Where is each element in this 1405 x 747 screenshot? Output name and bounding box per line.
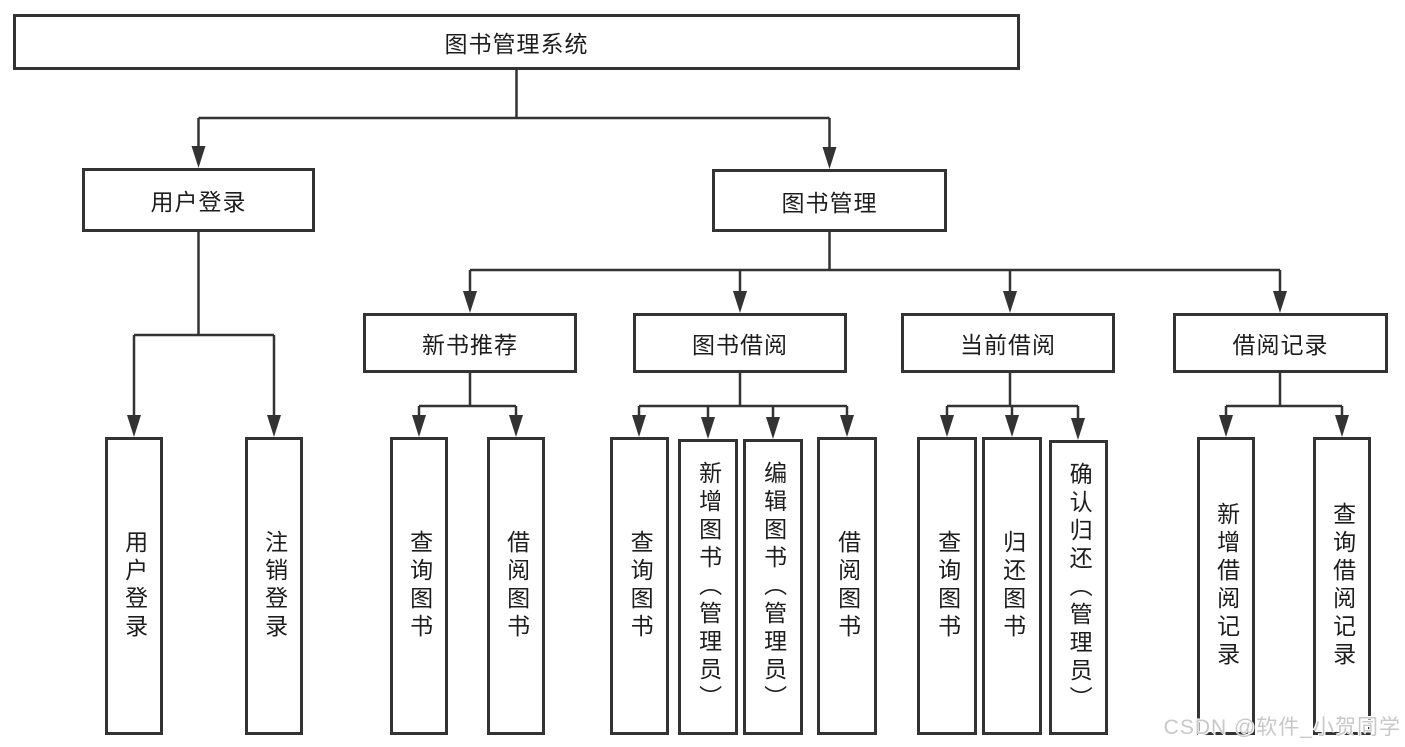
leaf-query-books-borrow: 查询图书 — [610, 437, 669, 735]
node-book-borrow: 图书借阅 — [633, 313, 847, 373]
node-current-borrow: 当前借阅 — [901, 313, 1115, 373]
node-root-label: 图书管理系统 — [444, 31, 589, 57]
leaf-label: 借阅图书 — [834, 530, 861, 642]
node-borrow-record-label: 借阅记录 — [1232, 332, 1329, 358]
leaf-label: 注销登录 — [261, 530, 288, 642]
leaf-label: 确认归还（管理员） — [1066, 461, 1093, 714]
leaf-label: 查询借阅记录 — [1329, 502, 1356, 670]
node-root: 图书管理系统 — [13, 14, 1020, 70]
leaf-label: 查询图书 — [934, 530, 961, 642]
node-user-login-label: 用户登录 — [150, 189, 247, 215]
node-user-login: 用户登录 — [82, 168, 315, 232]
leaf-query-books-recommend: 查询图书 — [390, 437, 448, 735]
leaf-borrow-books: 借阅图书 — [817, 437, 877, 735]
leaf-label: 新增借阅记录 — [1213, 502, 1240, 670]
csdn-watermark: CSDN @软件_小贺同学 — [1163, 716, 1401, 739]
leaf-label: 归还图书 — [999, 530, 1026, 642]
leaf-confirm-return-admin: 确认归还（管理员） — [1049, 440, 1108, 735]
leaf-label: 查询图书 — [406, 530, 433, 642]
leaf-user-login: 用户登录 — [105, 437, 163, 735]
node-book-management: 图书管理 — [712, 169, 947, 232]
leaf-return-books: 归还图书 — [982, 437, 1042, 735]
leaf-add-books-admin: 新增图书（管理员） — [678, 439, 738, 735]
node-book-management-label: 图书管理 — [781, 189, 878, 216]
leaf-label: 新增图书（管理员） — [695, 461, 722, 713]
node-book-borrow-label: 图书借阅 — [692, 332, 788, 358]
leaf-logout: 注销登录 — [245, 437, 303, 735]
leaf-label: 借阅图书 — [503, 530, 530, 642]
leaf-borrow-books-recommend: 借阅图书 — [487, 437, 545, 735]
leaf-add-borrow-record: 新增借阅记录 — [1197, 437, 1255, 735]
leaf-label: 编辑图书（管理员） — [760, 461, 787, 713]
leaf-edit-books-admin: 编辑图书（管理员） — [743, 439, 803, 735]
leaf-label: 用户登录 — [121, 530, 148, 642]
node-borrow-record: 借阅记录 — [1173, 313, 1388, 373]
leaf-label: 查询图书 — [627, 530, 654, 642]
leaf-query-books-current: 查询图书 — [917, 437, 977, 735]
leaf-query-borrow-record: 查询借阅记录 — [1313, 437, 1371, 735]
node-new-book-recommend-label: 新书推荐 — [422, 332, 518, 358]
node-new-book-recommend: 新书推荐 — [363, 313, 577, 373]
node-current-borrow-label: 当前借阅 — [960, 332, 1056, 358]
